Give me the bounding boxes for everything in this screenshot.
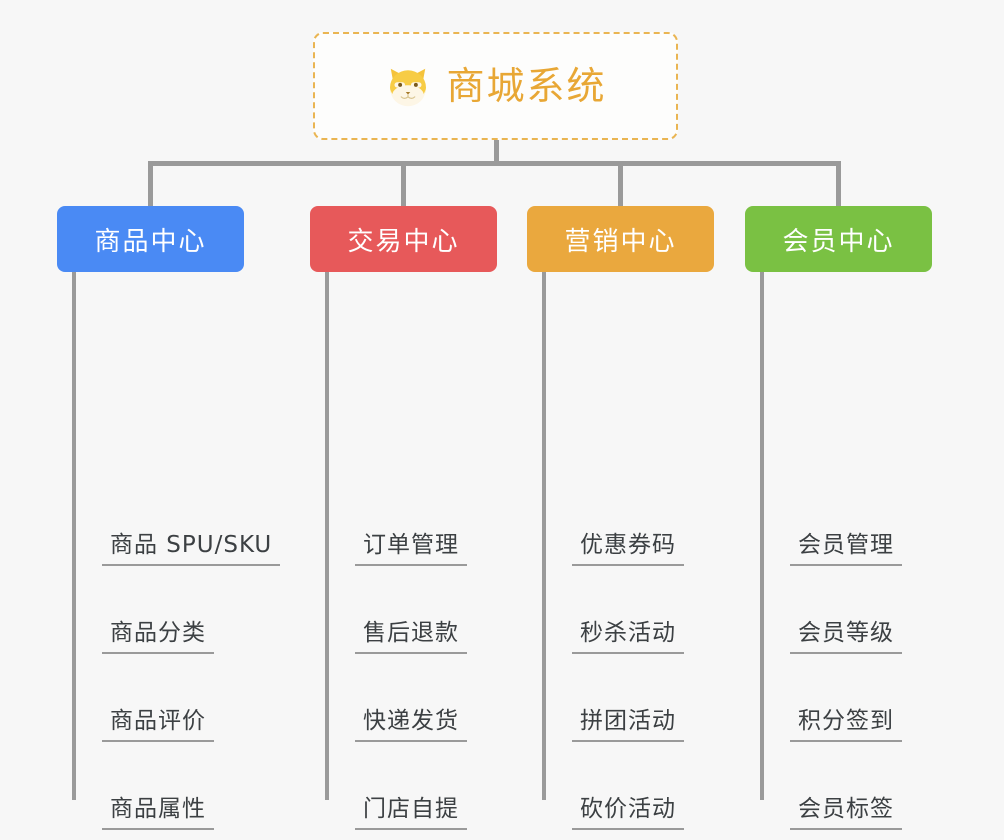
connector-drop-1 bbox=[148, 161, 153, 206]
branch-header-member-center[interactable]: 会员中心 bbox=[745, 206, 932, 272]
leaf-label: 商品分类 bbox=[102, 620, 214, 654]
connector-drop-4 bbox=[836, 161, 841, 206]
leaf-label: 积分签到 bbox=[790, 708, 902, 742]
list-item[interactable]: 订单管理 bbox=[310, 478, 530, 566]
leaf-label: 快递发货 bbox=[355, 708, 467, 742]
connector-drop-3 bbox=[618, 161, 623, 206]
list-item[interactable]: 优惠券码 bbox=[527, 478, 747, 566]
list-item[interactable]: 商品 SPU/SKU bbox=[57, 478, 307, 566]
branch-column-marketing-center: 营销中心 优惠券码 秒杀活动 拼团活动 砍价活动 限时折扣 满减送 bbox=[527, 206, 747, 830]
list-item[interactable]: 拼团活动 bbox=[527, 654, 747, 742]
list-item[interactable]: 快递发货 bbox=[310, 654, 530, 742]
list-item[interactable]: 积分签到 bbox=[745, 654, 965, 742]
branch-column-trade-center: 交易中心 订单管理 售后退款 快递发货 门店自提 购物车 销售分佣 bbox=[310, 206, 530, 830]
root-title: 商城系统 bbox=[446, 64, 607, 108]
branch-header-label: 营销中心 bbox=[564, 226, 677, 257]
list-item[interactable]: 会员等级 bbox=[745, 566, 965, 654]
leaf-list-marketing-center: 优惠券码 秒杀活动 拼团活动 砍价活动 限时折扣 满减送 bbox=[527, 478, 747, 840]
leaf-label: 售后退款 bbox=[355, 620, 467, 654]
list-item[interactable]: 秒杀活动 bbox=[527, 566, 747, 654]
list-item[interactable]: 限时折扣 bbox=[527, 830, 747, 840]
leaf-label: 砍价活动 bbox=[572, 796, 684, 830]
list-item[interactable]: 购物车 bbox=[310, 830, 530, 840]
list-item[interactable]: 砍价活动 bbox=[527, 742, 747, 830]
list-item[interactable]: 会员管理 bbox=[745, 478, 965, 566]
branch-header-label: 会员中心 bbox=[782, 226, 895, 257]
list-item[interactable]: 商品属性 bbox=[57, 742, 307, 830]
branch-column-member-center: 会员中心 会员管理 会员等级 积分签到 会员标签 会员分组 收货地址 bbox=[745, 206, 965, 830]
list-item[interactable]: 门店自提 bbox=[310, 742, 530, 830]
branch-header-product-center[interactable]: 商品中心 bbox=[57, 206, 244, 272]
list-item[interactable]: 会员标签 bbox=[745, 742, 965, 830]
connector-trunk-1 bbox=[72, 272, 76, 800]
branch-header-label: 交易中心 bbox=[347, 226, 460, 257]
list-item[interactable]: 商品推荐 bbox=[57, 830, 307, 840]
list-item[interactable]: 商品评价 bbox=[57, 654, 307, 742]
leaf-label: 会员等级 bbox=[790, 620, 902, 654]
connector-horizontal-bar bbox=[148, 161, 839, 166]
leaf-label: 会员管理 bbox=[790, 532, 902, 566]
leaf-label: 优惠券码 bbox=[572, 532, 684, 566]
leaf-label: 商品属性 bbox=[102, 796, 214, 830]
branch-header-label: 商品中心 bbox=[94, 226, 207, 257]
connector-trunk-3 bbox=[542, 272, 546, 800]
branch-header-trade-center[interactable]: 交易中心 bbox=[310, 206, 497, 272]
list-item[interactable]: 会员分组 bbox=[745, 830, 965, 840]
leaf-list-product-center: 商品 SPU/SKU 商品分类 商品评价 商品属性 商品推荐 商品品牌 bbox=[57, 478, 307, 840]
leaf-list-member-center: 会员管理 会员等级 积分签到 会员标签 会员分组 收货地址 bbox=[745, 478, 965, 840]
branch-header-marketing-center[interactable]: 营销中心 bbox=[527, 206, 714, 272]
leaf-label: 订单管理 bbox=[355, 532, 467, 566]
leaf-label: 秒杀活动 bbox=[572, 620, 684, 654]
branch-column-product-center: 商品中心 商品 SPU/SKU 商品分类 商品评价 商品属性 商品推荐 商品品牌 bbox=[57, 206, 307, 830]
leaf-label: 商品评价 bbox=[102, 708, 214, 742]
list-item[interactable]: 售后退款 bbox=[310, 566, 530, 654]
leaf-label: 会员标签 bbox=[790, 796, 902, 830]
connector-trunk-2 bbox=[325, 272, 329, 800]
list-item[interactable]: 商品分类 bbox=[57, 566, 307, 654]
leaf-list-trade-center: 订单管理 售后退款 快递发货 门店自提 购物车 销售分佣 bbox=[310, 478, 530, 840]
connector-drop-2 bbox=[401, 161, 406, 206]
shiba-inu-face-icon bbox=[384, 62, 432, 110]
connector-root-stem bbox=[494, 140, 499, 164]
leaf-label: 门店自提 bbox=[355, 796, 467, 830]
connector-trunk-4 bbox=[760, 272, 764, 800]
leaf-label: 拼团活动 bbox=[572, 708, 684, 742]
root-node[interactable]: 商城系统 bbox=[313, 32, 678, 140]
leaf-label: 商品 SPU/SKU bbox=[102, 532, 281, 566]
